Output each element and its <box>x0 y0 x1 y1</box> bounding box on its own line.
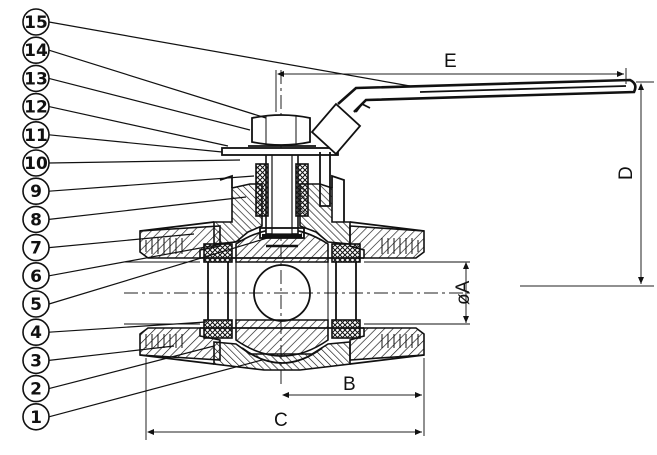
callout-number-13: 13 <box>24 69 48 89</box>
callout-bubble-1 <box>22 402 50 431</box>
callout-bubble-10 <box>22 149 50 177</box>
dimension-b: B <box>282 358 425 436</box>
callout-leader-6 <box>48 239 245 277</box>
dimension-b-label: B <box>343 374 356 395</box>
callout-7: 7 <box>22 233 195 262</box>
callout-number-9: 9 <box>30 182 42 202</box>
callout-number-1: 1 <box>30 408 42 428</box>
callout-number-4: 4 <box>30 323 42 343</box>
callout-number-10: 10 <box>24 154 48 174</box>
callout-number-3: 3 <box>30 351 42 371</box>
callout-bubble-2 <box>22 374 50 403</box>
callout-11: 11 <box>22 121 223 153</box>
callout-leader-4 <box>48 321 207 333</box>
callout-number-12: 12 <box>24 98 48 118</box>
callout-leader-15 <box>48 21 411 87</box>
callout-15: 15 <box>22 8 411 87</box>
dimension-a: øA <box>453 262 474 323</box>
callout-bubble-4 <box>22 318 50 347</box>
callout-bubble-14 <box>22 36 50 65</box>
callout-leader-7 <box>48 233 195 249</box>
callout-bubble-11 <box>22 121 50 149</box>
callout-leader-10 <box>48 159 241 164</box>
callout-leader-2 <box>48 345 215 390</box>
dimension-e-label: E <box>444 51 457 72</box>
callout-bubble-5 <box>22 290 50 318</box>
dimension-e: E <box>275 51 627 112</box>
callout-leader-8 <box>48 196 247 220</box>
dimension-a-label: øA <box>453 280 474 305</box>
callout-bubble-12 <box>22 92 50 121</box>
callout-leader-3 <box>48 345 175 361</box>
callout-leader-11 <box>48 134 223 153</box>
callout-number-11: 11 <box>24 126 48 146</box>
callout-1: 1 <box>22 359 263 431</box>
stem-nut <box>248 114 316 147</box>
callout-bubble-3 <box>22 346 50 375</box>
callout-bubble-6 <box>22 261 50 290</box>
dimension-d: D <box>520 81 654 287</box>
callout-6: 6 <box>22 239 245 290</box>
callout-number-2: 2 <box>30 380 42 400</box>
callout-leader-12 <box>48 106 229 147</box>
ball <box>235 228 329 364</box>
callout-5: 5 <box>22 235 275 318</box>
handle <box>221 78 637 207</box>
valve-body <box>124 174 470 371</box>
callout-bubble-15 <box>22 8 50 36</box>
callout-number-14: 14 <box>24 41 48 61</box>
callout-leader-1 <box>48 359 263 418</box>
stem <box>255 149 309 248</box>
callout-number-7: 7 <box>30 239 42 259</box>
callout-2: 2 <box>22 345 215 403</box>
callout-bubble-7 <box>22 233 50 262</box>
callout-12: 12 <box>22 92 229 147</box>
callout-leader-5 <box>48 235 275 305</box>
callout-bubble-13 <box>22 64 50 93</box>
callout-number-6: 6 <box>30 267 42 287</box>
callout-4: 4 <box>22 318 207 347</box>
callout-13: 13 <box>22 64 251 131</box>
callout-9: 9 <box>22 175 255 205</box>
callout-leader-9 <box>48 175 255 192</box>
callout-number-15: 15 <box>24 13 48 33</box>
dimension-c-label: C <box>274 410 288 431</box>
callout-number-5: 5 <box>30 295 42 315</box>
callout-number-8: 8 <box>30 210 42 230</box>
callout-3: 3 <box>22 345 175 375</box>
callout-8: 8 <box>22 196 247 234</box>
callout-14: 14 <box>22 36 267 119</box>
callout-leader-14 <box>48 49 267 119</box>
part-callouts: 15 14 13 12 11 10 9 8 7 6 5 4 3 2 1 <box>22 8 411 431</box>
callout-bubble-9 <box>22 177 50 205</box>
callout-bubble-8 <box>22 205 50 234</box>
dimension-c: C <box>145 358 422 440</box>
dimension-d-label: D <box>616 166 637 180</box>
callout-leader-13 <box>48 77 251 131</box>
callout-10: 10 <box>22 149 241 177</box>
